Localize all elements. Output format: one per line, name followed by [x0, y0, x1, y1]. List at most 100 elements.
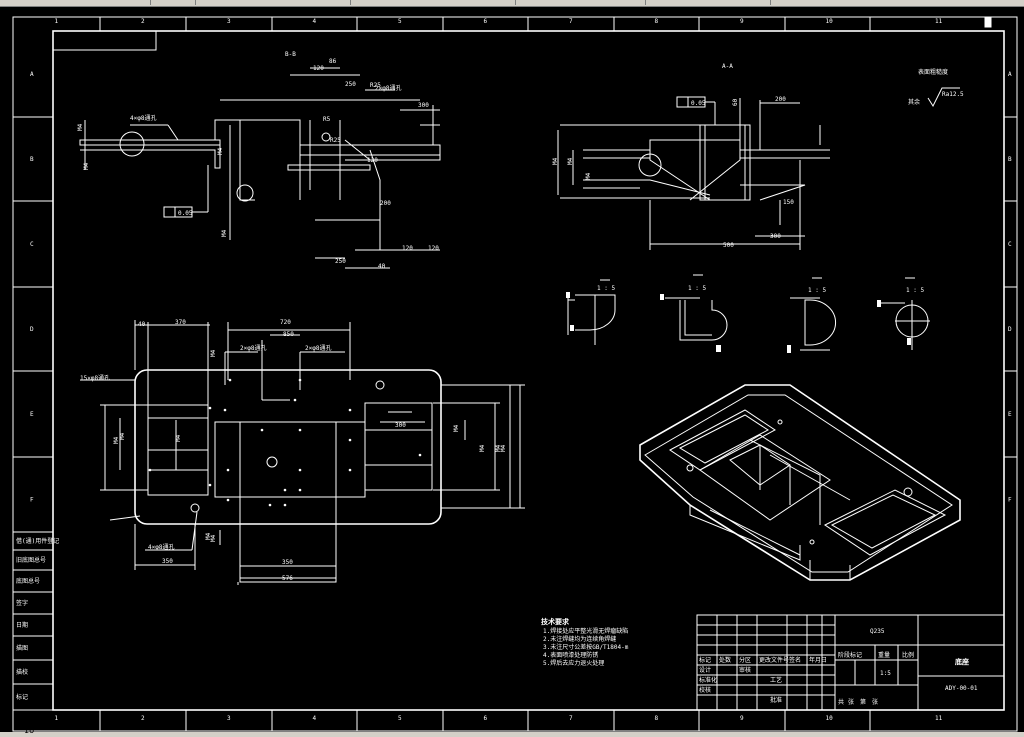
- zone-row-letter-right: B: [1008, 156, 1012, 163]
- side-table-cell: 签字: [16, 599, 28, 607]
- zone-col-number-bottom: 11: [935, 715, 943, 722]
- section-aa-label: A-A: [722, 63, 733, 70]
- side-table-cell: 描图: [16, 644, 28, 652]
- detail-scale: 1 : 5: [688, 285, 706, 292]
- dimension-label: 300: [418, 102, 429, 109]
- dimension-label: M4: [205, 532, 212, 540]
- hole-mark: [226, 498, 230, 502]
- toolbar-segment[interactable]: [195, 0, 351, 5]
- hole-mark: [208, 406, 212, 410]
- dimension-label: M4: [83, 162, 90, 170]
- hole-mark: [298, 378, 302, 382]
- toolbar-segment[interactable]: [150, 0, 196, 5]
- hole-mark: [208, 483, 212, 487]
- dimension-label: M4: [453, 424, 460, 432]
- zone-col-number-bottom: 6: [484, 715, 488, 722]
- hole-callout: 2×φ8通孔: [305, 344, 331, 352]
- zone-col-number-top: 3: [227, 18, 231, 25]
- detail-circle: [638, 153, 662, 177]
- hole-mark: [298, 428, 302, 432]
- roughness-other: 其余: [908, 98, 920, 106]
- title-block-row-label: 审核: [739, 666, 751, 674]
- title-block-sheet: 共: [838, 698, 844, 706]
- hole-callout: 4×φ8通孔: [130, 114, 156, 122]
- hole-mark: [348, 408, 352, 412]
- title-block-header: 标记: [699, 656, 711, 664]
- hole-mark: [293, 398, 297, 402]
- dimension-label: M4: [210, 534, 217, 542]
- toolbar-segment[interactable]: [0, 0, 151, 5]
- zone-row-letter-left: F: [30, 497, 34, 504]
- zone-col-number-bottom: 9: [740, 715, 744, 722]
- dimension-label: M4: [221, 229, 228, 237]
- title-block-header: 年月日: [809, 656, 827, 664]
- dimension-label: 200: [380, 200, 391, 207]
- tech-note-line: 5.焊后去应力退火处理: [543, 659, 604, 667]
- side-table-cell: 借(通)用件登记: [16, 537, 59, 545]
- zone-col-number-bottom: 8: [655, 715, 659, 722]
- zone-row-letter-left: D: [30, 326, 34, 333]
- toolbar-segment[interactable]: [515, 0, 646, 5]
- side-table-cell: 标记: [16, 693, 28, 701]
- hole-mark: [283, 503, 287, 507]
- title-block: Q235 底座 ADY-00-01 1:5 标记处数分区更改文件号签名年月日设计…: [696, 614, 1005, 711]
- side-table-cell: 旧底图总号: [16, 556, 46, 564]
- drawing-number: ADY-00-01: [945, 685, 978, 692]
- hole-mark: [298, 468, 302, 472]
- flatness-value: 0.05: [178, 210, 193, 217]
- tech-note-line: 1.焊接处应平整光滑无焊瘤缺陷: [543, 627, 628, 635]
- part-name: 底座: [955, 657, 969, 666]
- title-block-row-label: 设计: [699, 666, 711, 674]
- toolbar-segment[interactable]: [645, 0, 771, 5]
- dimension-label: 350: [282, 559, 293, 566]
- dimension-label: M4: [585, 172, 592, 180]
- zone-col-number-top: 5: [398, 18, 402, 25]
- zone-col-number-bottom: 10: [826, 715, 834, 722]
- zone-row-letter-right: C: [1008, 241, 1012, 248]
- title-block-row-label: 工艺: [770, 676, 782, 684]
- title-block-sheet: 张: [848, 698, 854, 706]
- zone-row-letter-right: E: [1008, 411, 1012, 418]
- hole-mark: [223, 408, 227, 412]
- hole-callout: 15×φ8通孔: [80, 374, 110, 382]
- title-block-row-label: 校核: [699, 686, 711, 694]
- center-frame: [239, 421, 337, 583]
- title-block-header: 分区: [739, 656, 751, 664]
- title-block-row-label: 批准: [770, 696, 782, 704]
- hole-mark: [348, 438, 352, 442]
- hole-mark: [148, 468, 152, 472]
- dimension-label: 370: [175, 319, 186, 326]
- hole-mark: [226, 468, 230, 472]
- zone-row-letter-left: B: [30, 156, 34, 163]
- dimension-label: 60: [732, 98, 739, 106]
- zone-col-number-top: 8: [655, 18, 659, 25]
- roughness-value: Ra12.5: [942, 91, 964, 98]
- zone-row-letter-left: C: [30, 241, 34, 248]
- zone-col-number-top: 10: [826, 18, 834, 25]
- title-block-stage: 阶段标记: [838, 651, 862, 659]
- window-top-bar: [0, 0, 1024, 7]
- dimension-label: 150: [783, 199, 794, 206]
- title-block-sheet: 第: [860, 698, 866, 706]
- dimension-label: M4: [500, 444, 507, 452]
- dimension-label: 850: [283, 331, 294, 338]
- roughness-title: 表面粗糙度: [918, 68, 948, 76]
- toolbar-segment[interactable]: [350, 0, 516, 5]
- title-block-header: 签名: [789, 656, 801, 664]
- zone-col-number-top: 1: [55, 18, 59, 25]
- top-left-box: [52, 30, 157, 51]
- cutout-right: [364, 402, 433, 491]
- zone-col-number-top: 7: [569, 18, 573, 25]
- dimension-label: 576: [282, 575, 293, 582]
- title-block-row-label: 标准化: [699, 676, 717, 684]
- dimension-label: M4: [479, 444, 486, 452]
- weld-detail-2: 1 : 5: [660, 274, 728, 352]
- dimension-label: 200: [775, 96, 786, 103]
- dimension-label: 250: [345, 81, 356, 88]
- dimension-label: 350: [162, 558, 173, 565]
- dimension-label: 120: [313, 65, 324, 72]
